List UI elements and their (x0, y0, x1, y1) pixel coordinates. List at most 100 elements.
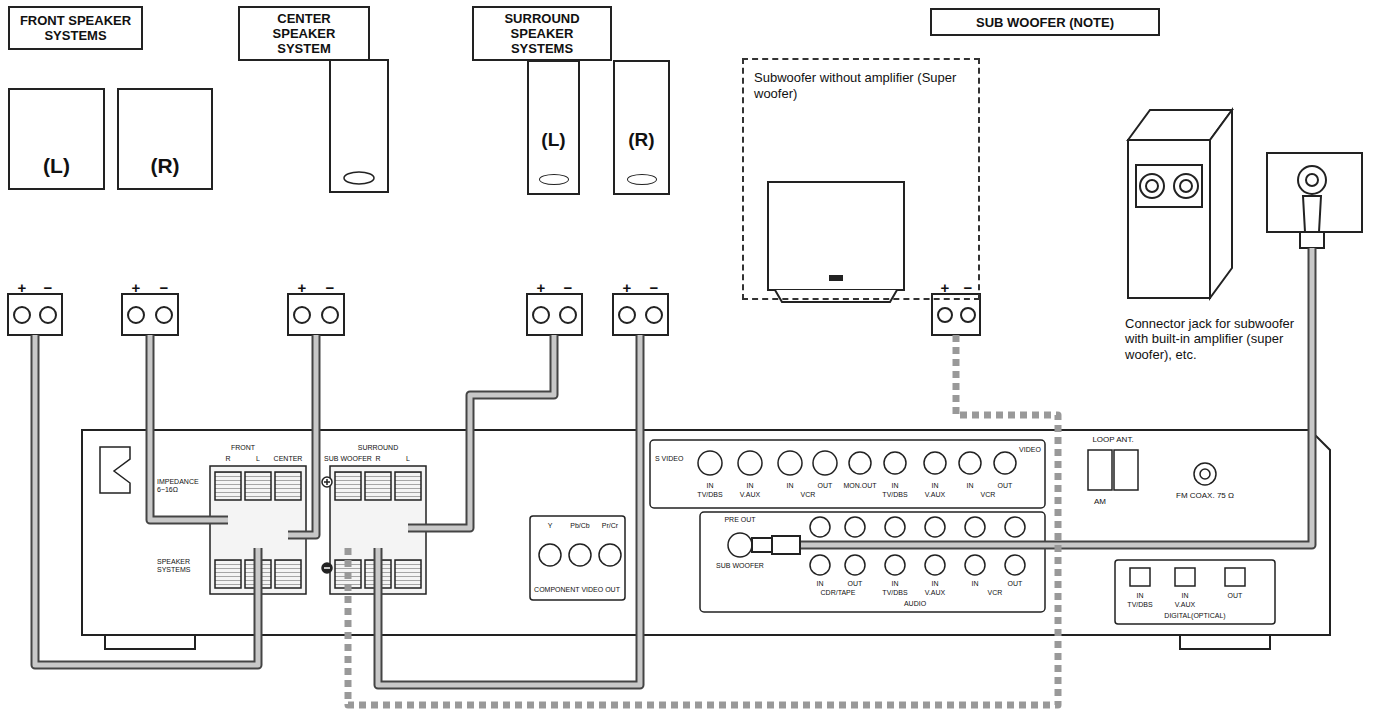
center-speaker (344, 172, 374, 184)
jack-panels (885, 517, 905, 537)
panel-label: SUB WOOFER (716, 562, 764, 569)
heading-box: SURROUND SPEAKER SYSTEMS (472, 6, 612, 61)
speaker-terminal-block (395, 560, 421, 588)
speaker-terminal-block (245, 472, 271, 500)
panel-label: IN (892, 580, 899, 587)
jack-panels (884, 452, 906, 474)
rca-plug (772, 536, 800, 554)
jack-panels (700, 512, 1045, 612)
subwoofer-jack (1298, 166, 1326, 194)
speaker-terminals (646, 307, 662, 323)
jack-panels (1130, 568, 1150, 586)
panel-label: VCR (801, 491, 816, 498)
speaker-terminal-block (395, 472, 421, 500)
node-text: (R) (150, 154, 179, 178)
speaker-wires (150, 335, 228, 520)
speaker-port (627, 174, 657, 185)
panel-label: Pr/Cr (602, 522, 618, 529)
passive-subwoofer (768, 182, 904, 290)
jack-panels (778, 451, 802, 475)
subwoofer-jack (1306, 174, 1318, 186)
speaker-wires (408, 335, 554, 528)
panel-label: TV/DBS (882, 491, 907, 498)
node-text: SUB WOOFER (NOTE) (976, 15, 1114, 30)
panel-label: OUT (1008, 580, 1023, 587)
panel-label: IN (747, 482, 754, 489)
jack-panels (698, 451, 722, 475)
jack-panels (1088, 450, 1112, 490)
panel-label: L (256, 455, 260, 462)
jack-panels (738, 451, 762, 475)
panel-label: IN (972, 580, 979, 587)
speaker-terminals (14, 307, 30, 323)
jack-panels (569, 544, 591, 566)
powered-subwoofer (1128, 140, 1210, 298)
speaker-terminals (619, 307, 635, 323)
node-text: Subwoofer without amplifier (Super woofe… (754, 70, 968, 102)
panel-label: LOOP ANT. (1092, 436, 1133, 444)
heading-box: CENTER SPEAKER SYSTEM (238, 6, 370, 61)
speaker-wires (35, 248, 1312, 685)
panel-label: OUT (848, 580, 863, 587)
jack-panels (845, 517, 865, 537)
speaker-wires (408, 335, 554, 528)
speaker-terminal-block (275, 560, 301, 588)
panel-label: COMPONENT VIDEO OUT (534, 586, 620, 593)
receiver-rear-panel (82, 430, 1330, 635)
dashed-region: Subwoofer without amplifier (Super woofe… (742, 58, 980, 300)
speaker-box: (R) (613, 60, 670, 195)
powered-subwoofer (1180, 180, 1192, 192)
jack-panels (810, 517, 830, 537)
panel-label: PRE OUT (724, 516, 755, 523)
panel-label: S VIDEO (655, 455, 683, 462)
speaker-terminals (40, 307, 56, 323)
jack-panels (650, 440, 1045, 508)
speaker-port (539, 174, 569, 185)
jack-panels (539, 544, 561, 566)
speaker-terminals (932, 294, 980, 335)
jack-panels (1005, 555, 1025, 575)
speaker-terminals (122, 294, 178, 335)
panel-label: TV/DBS (697, 491, 722, 498)
center-speaker (330, 60, 388, 192)
jack-panels (849, 452, 871, 474)
jack-panels (530, 516, 625, 600)
heading-box: FRONT SPEAKER SYSTEMS (8, 6, 143, 50)
panel-label: IN (1137, 592, 1144, 599)
jack-panels (965, 555, 985, 575)
jack-panels (1005, 517, 1025, 537)
subwoofer-jack (1267, 153, 1362, 248)
speaker-wires (288, 335, 316, 535)
speaker-terminals (560, 307, 576, 323)
panel-label: V.AUX (1175, 601, 1195, 608)
jack-panels (959, 452, 981, 474)
powered-subwoofer (1210, 110, 1232, 298)
panel-label: VIDEO (1019, 446, 1041, 453)
powered-subwoofer (1174, 174, 1198, 198)
node-text: (R) (628, 129, 654, 151)
powered-subwoofer (1128, 110, 1232, 298)
node-text: SURROUND SPEAKER SYSTEMS (480, 11, 604, 56)
node-text: FRONT SPEAKER SYSTEMS (16, 13, 135, 43)
panel-label: IN (817, 580, 824, 587)
note-text: − (44, 280, 53, 295)
note-text: + (132, 280, 141, 295)
panel-label: Pb/Cb (570, 522, 589, 529)
panel-label: R (225, 455, 230, 462)
subwoofer-jack (1303, 196, 1321, 232)
jack-panels (1114, 450, 1138, 490)
panel-label: V.AUX (925, 491, 945, 498)
note-text: + (941, 280, 950, 295)
speaker-terminals (128, 307, 144, 323)
speaker-wires (378, 335, 640, 685)
speaker-wires (150, 335, 228, 520)
jack-panels (965, 517, 985, 537)
speaker-terminals (938, 308, 952, 322)
note-text: + (537, 280, 546, 295)
speaker-wires (35, 248, 1312, 705)
panel-label: OUT (818, 482, 833, 489)
receiver-rear-panel (100, 447, 130, 493)
receiver-rear-panel (82, 430, 1330, 649)
speaker-terminals (322, 307, 338, 323)
jack-panels (1175, 568, 1195, 586)
